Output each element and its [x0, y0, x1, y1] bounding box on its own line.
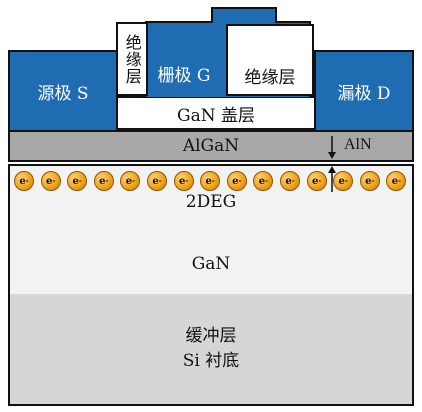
- gan-label: GaN: [191, 254, 231, 274]
- electron-icon: e-: [306, 171, 327, 191]
- aln-arrows: [328, 136, 336, 192]
- electron-icon: e-: [67, 171, 88, 191]
- insulator-right-label: 绝缘层: [244, 68, 296, 88]
- electron-icon: e-: [40, 171, 61, 191]
- electron-icon: e-: [147, 171, 167, 191]
- twodeg-label: 2DEG: [185, 192, 237, 212]
- electron-icon: e-: [359, 171, 380, 191]
- aln-interlayer: [8, 160, 414, 166]
- insulator-left-label: 绝缘层: [122, 33, 142, 85]
- gate-label: 栅极 G: [157, 65, 211, 86]
- electron-icon: e-: [14, 171, 34, 191]
- source-label: 源极 S: [37, 83, 89, 104]
- insulator-left: 绝缘层: [116, 22, 148, 96]
- electron-icon: e-: [333, 171, 354, 191]
- algan-label: AlGaN: [182, 136, 240, 156]
- drain-label: 漏极 D: [337, 83, 391, 104]
- electron-icon: e-: [226, 171, 247, 191]
- buffer-label: 缓冲层: [185, 325, 237, 346]
- electron-icon: e-: [120, 171, 141, 191]
- gan-cap-label: GaN 盖层: [177, 105, 255, 126]
- electron-icon: e-: [200, 171, 221, 191]
- electron-icon: e-: [93, 171, 114, 191]
- electron-row: e-e-e-e-e-e-e-e-e-e-e-e-e-e-e-: [10, 170, 412, 192]
- buffer-si-substrate-layer: 缓冲层 Si 衬底: [8, 292, 414, 406]
- gan-cap-layer: GaN 盖层: [116, 96, 316, 130]
- electron-icon: e-: [280, 171, 300, 191]
- si-substrate-label: Si 衬底: [182, 351, 240, 371]
- electron-icon: e-: [173, 171, 194, 191]
- electron-icon: e-: [253, 171, 274, 191]
- electron-icon: e-: [386, 171, 407, 191]
- aln-label: AlN: [344, 136, 372, 153]
- source-electrode: 源极 S: [8, 50, 118, 132]
- insulator-right: 绝缘层: [226, 24, 314, 96]
- drain-electrode: 漏极 D: [314, 50, 414, 132]
